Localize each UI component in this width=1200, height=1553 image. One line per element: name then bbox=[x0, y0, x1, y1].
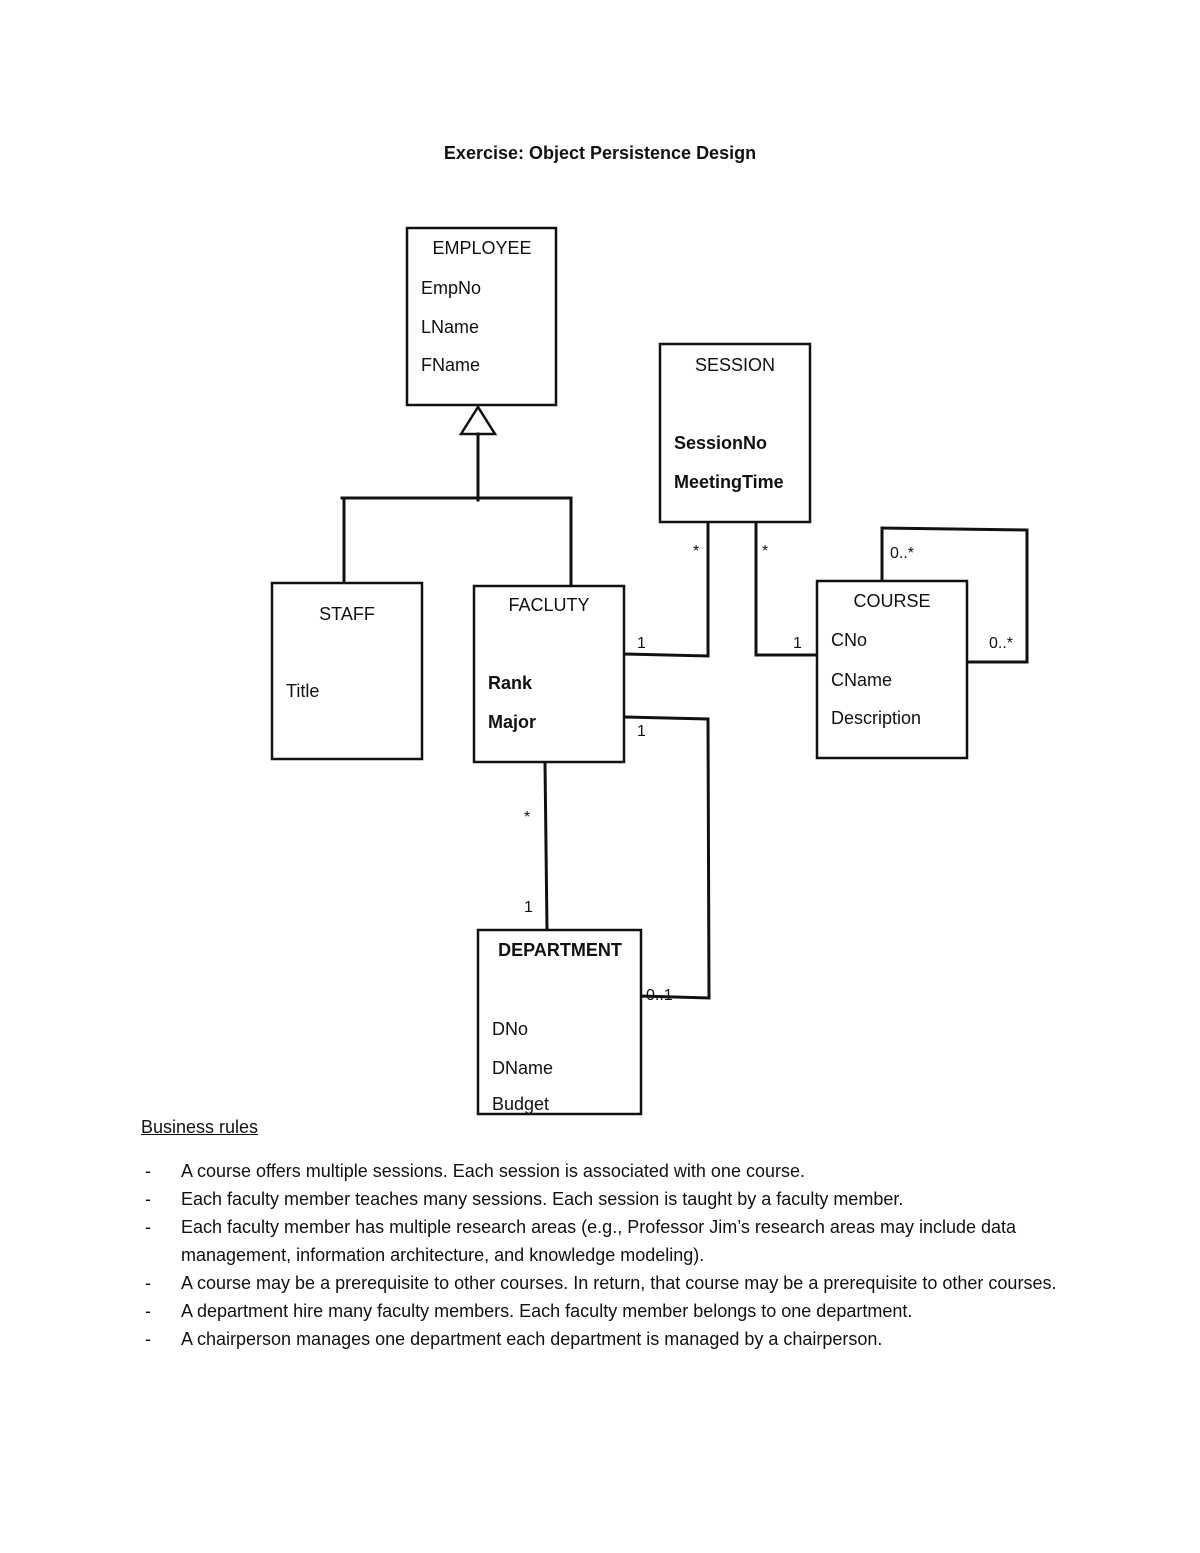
bullet-dash: - bbox=[145, 1217, 151, 1237]
class-session: SESSION SessionNo MeetingTime bbox=[658, 342, 812, 524]
attr-cno: CNo bbox=[831, 630, 867, 650]
inheritance-triangle-icon bbox=[458, 404, 498, 436]
mult-faculty-department-one: 1 bbox=[524, 899, 533, 916]
course-prerequisite-association bbox=[880, 526, 1029, 664]
mult-prereq-right: 0..* bbox=[989, 635, 1013, 652]
attr-dname: DName bbox=[492, 1058, 553, 1078]
business-rules-section: Business rules - A course offers multiple… bbox=[141, 1113, 1061, 1353]
generalization-connector bbox=[340, 404, 573, 586]
page-title: Exercise: Object Persistence Design bbox=[443, 143, 757, 163]
rule-text: A chairperson manages one department eac… bbox=[181, 1329, 883, 1349]
mult-session-course-one: 1 bbox=[793, 635, 802, 652]
bullet-dash: - bbox=[145, 1161, 151, 1181]
attr-cname: CName bbox=[831, 670, 892, 690]
class-course-name: COURSE bbox=[853, 591, 930, 611]
list-item: - A course may be a prerequisite to other… bbox=[141, 1269, 1061, 1297]
rule-text: A department hire many faculty members. … bbox=[181, 1301, 913, 1321]
list-item: - A chairperson manages one department ea… bbox=[141, 1325, 1061, 1353]
attr-dno: DNo bbox=[492, 1019, 528, 1039]
attr-fname: FName bbox=[421, 355, 480, 375]
mult-faculty-department-star: * bbox=[524, 809, 530, 826]
mult-prereq-top: 0..* bbox=[890, 545, 914, 562]
attr-budget: Budget bbox=[492, 1094, 549, 1114]
list-item: - A department hire many faculty members.… bbox=[141, 1297, 1061, 1325]
class-course: COURSE CNo CName Description bbox=[815, 579, 969, 760]
attr-rank: Rank bbox=[488, 673, 533, 693]
business-rules-list: - A course offers multiple sessions. Each… bbox=[141, 1157, 1061, 1353]
attr-empno: EmpNo bbox=[421, 278, 481, 298]
bullet-dash: - bbox=[145, 1301, 151, 1321]
list-item: - Each faculty member teaches many sessio… bbox=[141, 1185, 1061, 1213]
class-session-name: SESSION bbox=[695, 355, 775, 375]
rule-text: Each faculty member has multiple researc… bbox=[181, 1217, 1017, 1265]
attr-title: Title bbox=[286, 681, 319, 701]
list-item: - A course offers multiple sessions. Each… bbox=[141, 1157, 1061, 1185]
session-faculty-association bbox=[622, 520, 710, 658]
mult-chair-zero-one: 0..1 bbox=[646, 987, 673, 1004]
business-rules-heading: Business rules bbox=[141, 1117, 259, 1137]
class-department: DEPARTMENT DNo DName Budget bbox=[476, 928, 643, 1116]
list-item: - Each faculty member has multiple resear… bbox=[141, 1213, 1061, 1269]
bullet-dash: - bbox=[145, 1329, 151, 1349]
rule-text: A course may be a prerequisite to other … bbox=[181, 1273, 1057, 1293]
bullet-dash: - bbox=[145, 1273, 151, 1293]
rule-text: A course offers multiple sessions. Each … bbox=[181, 1161, 805, 1181]
attr-meetingtime: MeetingTime bbox=[674, 472, 784, 492]
faculty-department-association bbox=[543, 760, 549, 932]
mult-session-faculty-one: 1 bbox=[637, 635, 646, 652]
uml-class-diagram: EMPLOYEE EmpNo LName FName SESSION Sessi… bbox=[270, 226, 1029, 1116]
rule-text: Each faculty member teaches many session… bbox=[181, 1189, 904, 1209]
attr-lname: LName bbox=[421, 317, 479, 337]
class-staff: STAFF Title bbox=[270, 581, 424, 761]
class-department-name: DEPARTMENT bbox=[498, 940, 622, 960]
class-employee-name: EMPLOYEE bbox=[432, 238, 531, 258]
attr-description: Description bbox=[831, 708, 921, 728]
mult-chair-one: 1 bbox=[637, 723, 646, 740]
mult-session-course-star: * bbox=[762, 543, 768, 560]
attr-sessionno: SessionNo bbox=[674, 433, 767, 453]
session-course-association bbox=[754, 520, 819, 657]
mult-session-faculty-star: * bbox=[693, 543, 699, 560]
chair-department-association bbox=[624, 715, 711, 1000]
class-faculty: FACLUTY Rank Major bbox=[472, 584, 626, 764]
class-faculty-name: FACLUTY bbox=[508, 595, 589, 615]
bullet-dash: - bbox=[145, 1189, 151, 1209]
class-employee: EMPLOYEE EmpNo LName FName bbox=[405, 226, 558, 407]
attr-major: Major bbox=[488, 712, 536, 732]
class-staff-name: STAFF bbox=[319, 604, 375, 624]
